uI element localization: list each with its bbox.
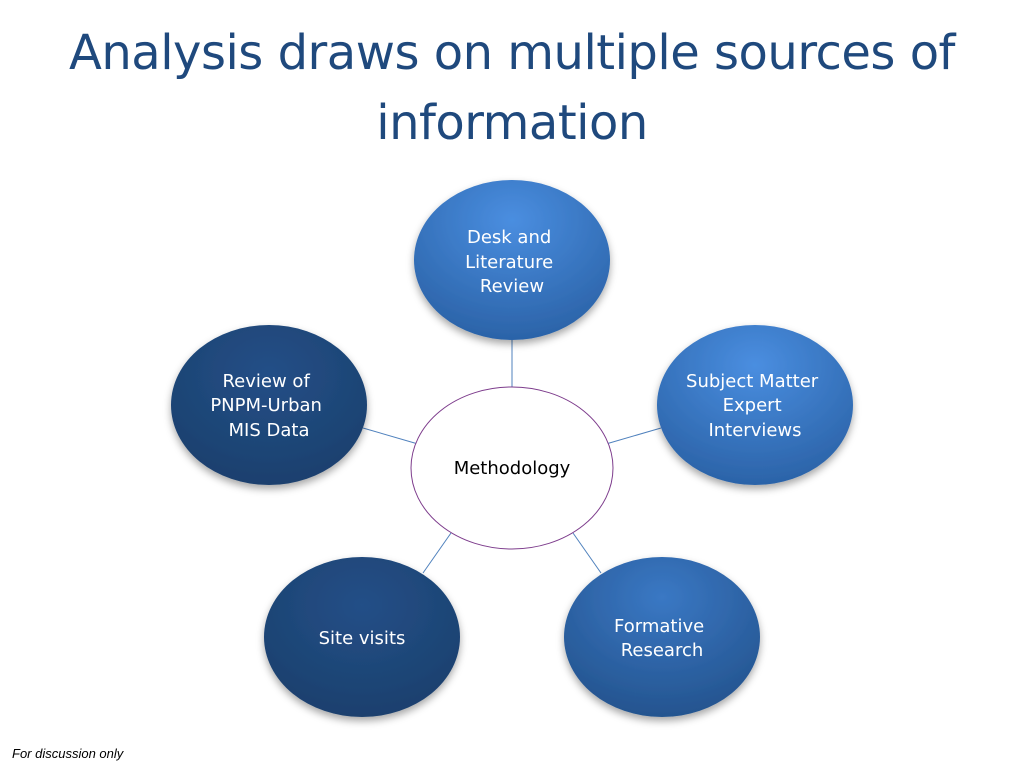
node-label-line: Site visits — [319, 628, 406, 649]
node-label-line: Desk and — [467, 227, 551, 248]
node-ellipse — [414, 180, 610, 340]
node-label-line: Review of — [222, 371, 310, 392]
node-label-mis-data-review: Review of PNPM-Urban MIS Data — [210, 371, 327, 441]
slide-title: Analysis draws on multiple sources of in… — [0, 18, 1024, 158]
node-label-expert-interviews: Subject Matter Expert Interviews — [686, 371, 824, 441]
slide-title-line-2: information — [376, 95, 648, 151]
node-site-visits — [264, 557, 460, 717]
node-ellipse — [171, 325, 367, 485]
node-label-line: Subject Matter — [686, 371, 819, 392]
hub-label: Methodology — [454, 458, 571, 479]
hub-node: Methodology — [410, 386, 614, 550]
slide-title-line-1: Analysis draws on multiple sources of — [69, 25, 955, 81]
connector-formative-research — [572, 532, 602, 574]
footer-note: For discussion only — [12, 746, 124, 761]
node-ellipse — [657, 325, 853, 485]
node-label-formative-research: Formative Research — [614, 616, 710, 661]
node-label-line: Formative — [614, 616, 704, 637]
hub-ellipse — [410, 386, 614, 550]
node-label-line: Review — [480, 276, 544, 297]
node-label-line: MIS Data — [229, 420, 310, 441]
connector-mis-data — [362, 427, 419, 445]
connector-site-visits — [422, 532, 452, 574]
node-label-desk-literature-review: Desk and Literature Review — [465, 227, 559, 297]
node-mis-data-review — [171, 325, 367, 485]
node-label-site-visits: Site visits — [319, 628, 406, 649]
node-label-line: Interviews — [708, 420, 801, 441]
connectors — [362, 340, 662, 574]
node-formative-research — [564, 557, 760, 717]
node-expert-interviews — [657, 325, 853, 485]
node-ellipse — [564, 557, 760, 717]
node-label-line: PNPM-Urban — [210, 395, 322, 416]
node-label-line: Expert — [723, 395, 782, 416]
node-label-line: Research — [621, 640, 704, 661]
node-ellipse — [264, 557, 460, 717]
node-desk-literature-review — [414, 180, 610, 340]
node-label-line: Literature — [465, 252, 553, 273]
connector-expert-interviews — [605, 427, 662, 445]
